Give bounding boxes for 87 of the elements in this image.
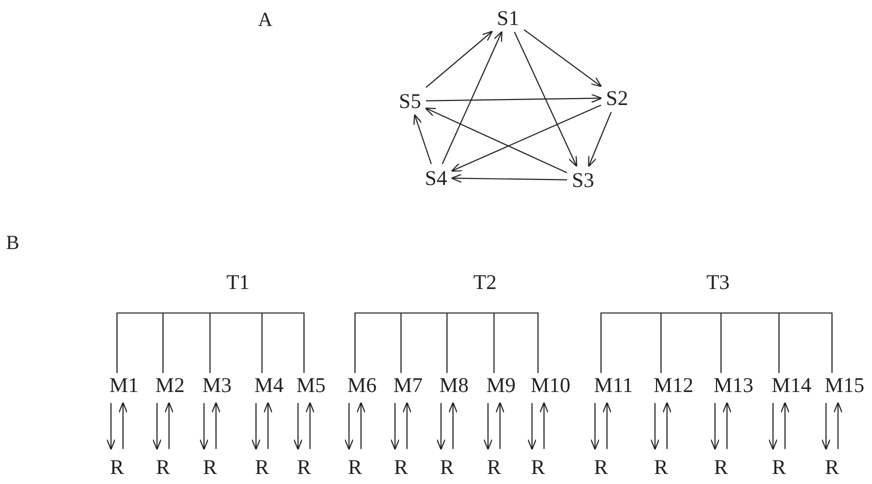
node-label: R [202,455,218,479]
connector-line [485,312,539,373]
node-label: M10 [528,373,573,397]
node-label: M5 [294,373,328,397]
arrow [263,402,273,449]
arrow [402,402,412,449]
arrow [539,402,549,449]
arrow [199,403,209,450]
node-label: M2 [153,373,187,397]
arrow [356,402,366,449]
arrow [527,403,537,450]
arrow [426,30,493,88]
arrow [413,114,432,164]
arrow [451,104,602,172]
node-label: R [771,455,787,479]
arrow [251,403,261,450]
arrow [662,402,672,449]
arrow [495,402,505,449]
arrow [305,402,315,449]
arrow [650,403,660,450]
node-label: T3 [704,270,732,294]
arrow [442,31,502,164]
node-label: R [439,455,455,479]
arrow [590,403,600,450]
arrow [118,402,128,449]
node-label: M9 [484,373,518,397]
node-label: M1 [107,373,141,397]
arrow [710,403,720,450]
arrow [293,403,303,450]
node-label: S2 [603,86,631,110]
connector-line [209,312,238,373]
node-label: S5 [396,89,424,113]
node-label: R [593,455,609,479]
node-label: R [486,455,502,479]
arrow [514,32,578,167]
node-label: M11 [591,373,636,397]
node-label: R [296,455,312,479]
panel-letter: A [258,8,272,32]
node-label: M14 [769,373,814,397]
node-label: M12 [651,373,696,397]
node-label: M13 [711,373,756,397]
arrow [152,403,162,450]
arrow [106,403,116,450]
panel-letter: B [6,231,20,255]
arrow [602,402,612,449]
node-label: R [254,455,270,479]
arrow [448,402,458,449]
arrow [211,402,221,449]
arrow [390,403,400,450]
node-label: S1 [494,6,522,30]
arrow [483,403,493,450]
arrow [436,403,446,450]
arrow [425,108,568,174]
connector-line [660,312,718,373]
connector-line [718,312,722,373]
node-label: R [109,455,125,479]
arrow [344,403,354,450]
node-label: T1 [224,270,252,294]
arrow [768,403,778,450]
arrow [426,94,602,103]
node-label: S3 [569,168,597,192]
node-label: M8 [437,373,471,397]
arrow [164,402,174,449]
node-label: S4 [422,166,450,190]
arrow [821,403,831,450]
arrow [450,174,567,183]
node-label: M4 [252,373,286,397]
node-label: M15 [822,373,867,397]
node-label: R [530,455,546,479]
connector-line [718,312,833,373]
node-label: R [713,455,729,479]
node-label: M6 [345,373,379,397]
node-label: M3 [200,373,234,397]
node-label: M7 [391,373,425,397]
arrow [588,112,612,167]
node-label: R [824,455,840,479]
connector-line [446,312,485,373]
connector-line [238,312,305,373]
arrow [524,29,602,88]
node-label: R [653,455,669,479]
arrow [722,402,732,449]
node-label: T2 [471,270,499,294]
arrow [780,402,790,449]
arrow [833,402,843,449]
node-label: R [347,455,363,479]
node-label: R [155,455,171,479]
node-label: R [393,455,409,479]
